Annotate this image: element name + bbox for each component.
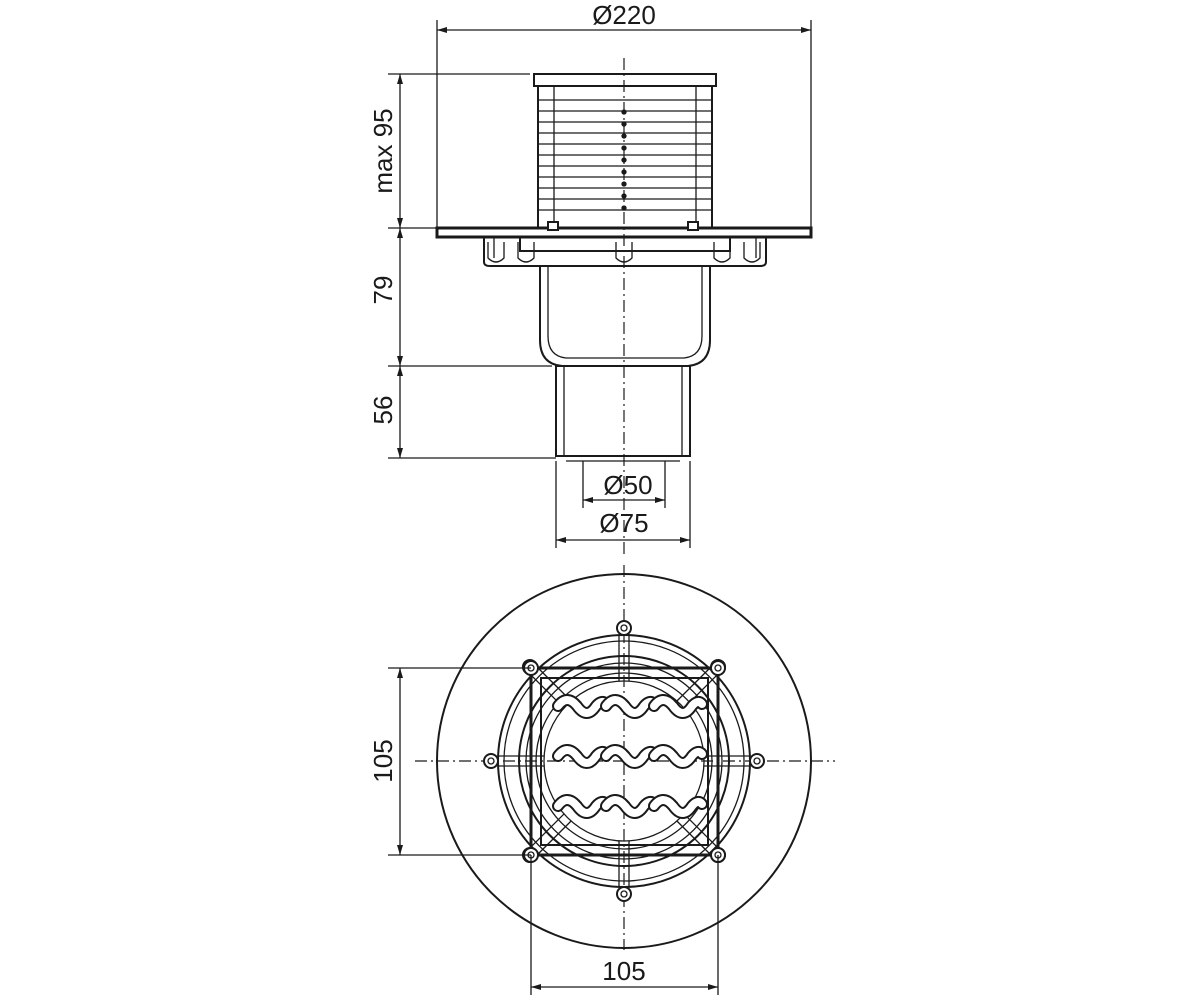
vent-dot <box>621 145 627 151</box>
grate-height-label: 105 <box>368 739 398 782</box>
flange-lug <box>487 242 505 263</box>
side-view: Ø220 max 95 79 56 Ø50 <box>368 0 813 555</box>
wave-slot-inner <box>650 696 706 717</box>
vent-dot <box>621 133 627 139</box>
dim-outer-outlet-diameter: Ø75 <box>555 461 691 548</box>
inner-outlet-diameter-label: Ø50 <box>603 470 652 500</box>
ring-bolt-hole <box>487 757 495 765</box>
flange-plate <box>435 221 813 267</box>
wave-slot-inner <box>602 696 658 717</box>
vent-dot <box>621 205 627 211</box>
vent-dot <box>621 193 627 199</box>
top-view: 105 105 <box>368 565 835 995</box>
outlet-pipe <box>555 365 691 462</box>
wave-slot-inner <box>650 796 706 817</box>
flange-lug <box>517 242 535 263</box>
ring-bolt <box>749 753 765 769</box>
drain-body <box>539 266 711 367</box>
wave-slot-inner <box>602 746 658 767</box>
outlet-height-label: 56 <box>368 396 398 425</box>
ring-bolt <box>616 620 632 636</box>
vent-dot <box>621 169 627 175</box>
wave-slot-inner <box>650 746 706 767</box>
top-diameter-label: Ø220 <box>592 0 656 30</box>
dim-top-diameter: Ø220 <box>436 0 812 228</box>
ring-bolt <box>616 886 632 902</box>
grate-width-label: 105 <box>602 956 645 986</box>
grate <box>523 660 726 863</box>
wave-slot-inner <box>554 746 610 767</box>
spoke <box>676 667 711 702</box>
flange-lug <box>743 242 761 263</box>
wave-slot-inner <box>554 796 610 817</box>
dim-grate-height: 105 <box>368 667 531 856</box>
vent-dot <box>621 157 627 163</box>
vent-dot <box>621 109 627 115</box>
dim-grate-width: 105 <box>530 855 719 995</box>
dim-body-height: 79 <box>368 228 552 367</box>
ring-bolt-hole <box>753 757 761 765</box>
grate-pin <box>710 660 726 676</box>
ring-bolt-hole <box>620 890 628 898</box>
vent-dot <box>621 121 627 127</box>
wave-slot-inner <box>554 696 610 717</box>
max-height-label: max 95 <box>368 108 398 193</box>
spoke <box>530 813 565 848</box>
dim-max-height: max 95 <box>368 73 530 229</box>
flange-lug <box>615 242 633 263</box>
grate-pin-hole <box>714 664 722 672</box>
outer-outlet-diameter-label: Ø75 <box>599 508 648 538</box>
dim-inner-outlet-diameter: Ø50 <box>582 461 666 508</box>
spoke <box>683 813 718 848</box>
ring-bolt-hole <box>620 624 628 632</box>
spoke <box>676 820 711 855</box>
dim-outlet-height: 56 <box>368 366 556 459</box>
upper-sleeve <box>533 73 717 229</box>
flange-lug <box>713 242 731 263</box>
ring-bolt <box>483 753 499 769</box>
wave-slot-inner <box>602 796 658 817</box>
body-height-label: 79 <box>368 276 398 305</box>
vent-dot <box>621 181 627 187</box>
spoke <box>537 820 572 855</box>
